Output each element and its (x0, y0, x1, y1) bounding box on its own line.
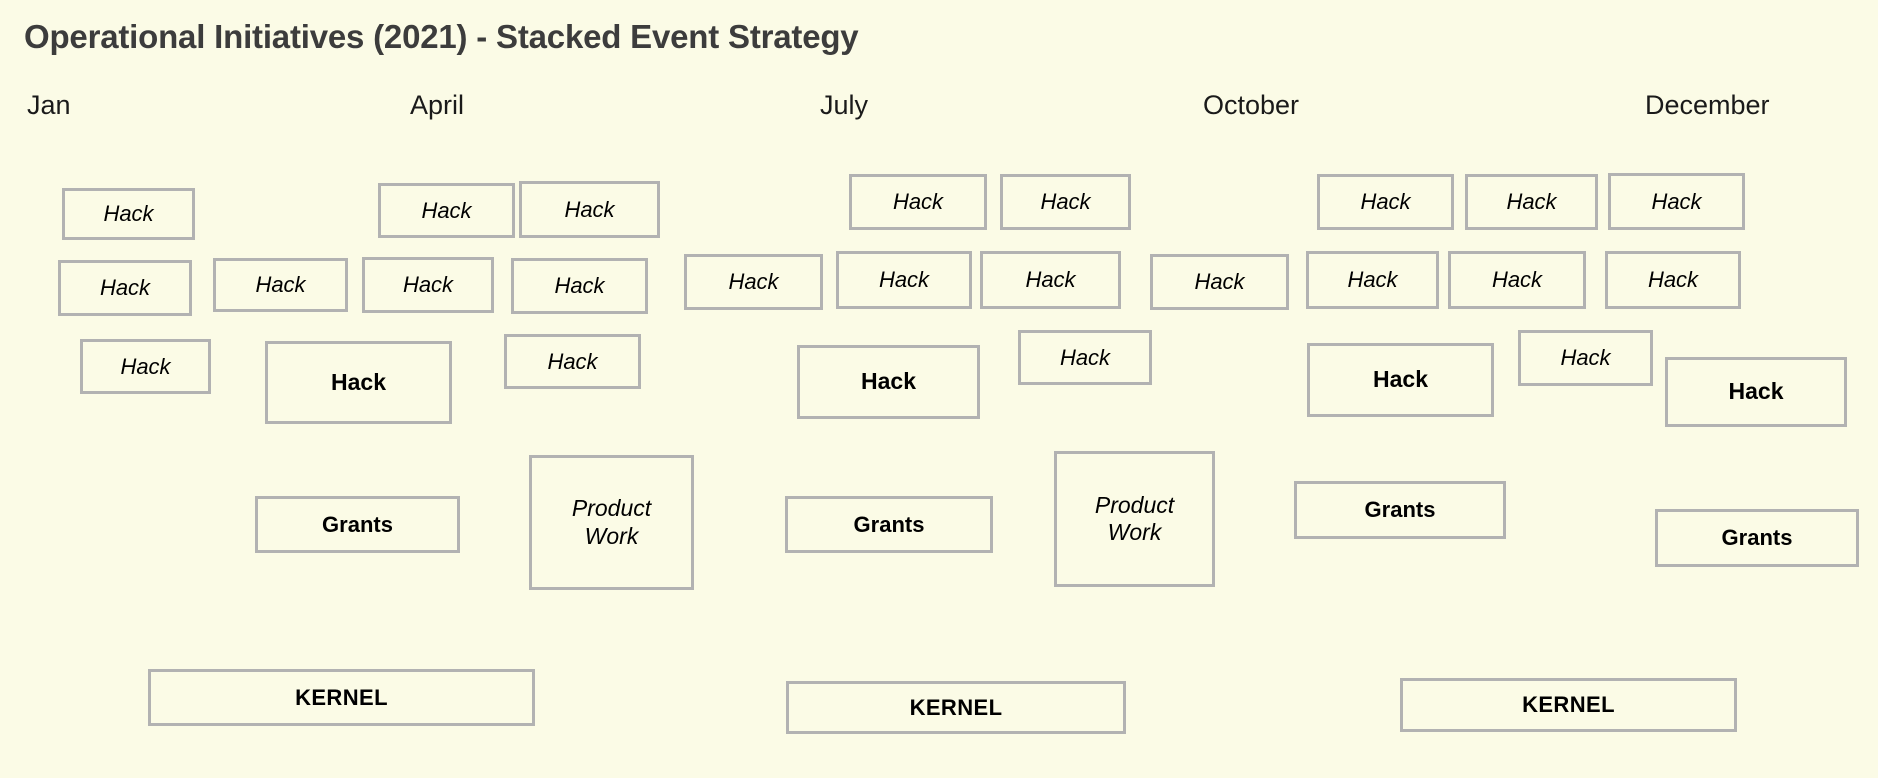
axis-label-jan: Jan (27, 90, 71, 120)
event-box-hack[interactable]: Hack (1608, 173, 1745, 230)
event-box-hack[interactable]: Hack (519, 181, 660, 238)
event-box-hack[interactable]: Hack (62, 188, 195, 240)
event-box-hack[interactable]: Hack (1465, 174, 1598, 230)
event-box-hack[interactable]: Hack (1448, 251, 1586, 309)
event-box-hack[interactable]: Hack (1317, 174, 1454, 230)
event-box-label: Hack (1491, 267, 1543, 293)
event-box-label: Grants (1721, 525, 1793, 551)
event-box-label: Hack (1506, 189, 1557, 215)
event-box-label: Hack (99, 275, 151, 301)
event-box-hack[interactable]: Hack (1307, 343, 1494, 417)
event-box-label: Hack (892, 189, 944, 215)
event-box-label: Hack (861, 368, 916, 395)
event-box-hack[interactable]: Hack (511, 258, 648, 314)
event-box-hack[interactable]: Hack (849, 174, 987, 230)
event-box-hack[interactable]: Hack (684, 254, 823, 310)
event-box-label: Hack (402, 272, 454, 298)
axis-label-april: April (410, 90, 465, 120)
event-box-hack[interactable]: Hack (265, 341, 452, 424)
event-box-label: Grants (853, 511, 925, 537)
event-box-label: Hack (255, 272, 306, 298)
event-box-label: Hack (1347, 267, 1398, 293)
event-box-label: Hack (1360, 189, 1411, 215)
event-box-hack[interactable]: Hack (1518, 330, 1653, 386)
event-box-grants[interactable]: Grants (1294, 481, 1506, 539)
axis-label-july: July (820, 90, 869, 120)
event-box-hack[interactable]: Hack (1665, 357, 1847, 427)
event-box-label: Hack (421, 197, 472, 223)
event-box-hack[interactable]: Hack (504, 334, 641, 389)
event-box-kernel[interactable]: KERNEL (786, 681, 1126, 734)
event-box-label: KERNEL (295, 684, 388, 710)
event-box-label: Hack (1560, 345, 1611, 371)
event-box-kernel[interactable]: KERNEL (148, 669, 535, 726)
event-box-label: KERNEL (909, 694, 1003, 720)
event-box-label: Hack (103, 201, 154, 227)
event-box-label: Hack (547, 348, 598, 374)
event-box-hack[interactable]: Hack (836, 251, 972, 309)
event-box-hack[interactable]: Hack (1150, 254, 1289, 310)
event-box-label: KERNEL (1522, 692, 1615, 718)
event-box-label: Hack (1373, 366, 1428, 393)
event-box-label: Hack (564, 196, 615, 222)
event-box-label: Hack (554, 273, 605, 299)
event-box-label: Hack (1728, 378, 1784, 405)
event-box-label: Hack (878, 267, 930, 293)
event-box-hack[interactable]: Hack (1018, 330, 1152, 385)
event-box-hack[interactable]: Hack (797, 345, 980, 419)
axis-label-december: December (1645, 90, 1770, 120)
event-box-grants[interactable]: Grants (255, 496, 460, 553)
event-box-label: Hack (1194, 269, 1245, 295)
event-box-hack[interactable]: Hack (362, 257, 494, 313)
event-box-label: Hack (1651, 188, 1702, 214)
event-box-label: Hack (120, 353, 171, 379)
page-title: Operational Initiatives (2021) - Stacked… (24, 18, 859, 55)
event-box-label: Hack (1025, 267, 1076, 293)
event-box-hack[interactable]: Hack (1605, 251, 1741, 309)
axis-label-october: October (1203, 90, 1300, 120)
event-box-label: Grants (1364, 497, 1436, 523)
event-box-hack[interactable]: Hack (58, 260, 192, 316)
event-box-label: Hack (1040, 189, 1091, 215)
event-box-label: Hack (1059, 344, 1111, 370)
event-box-hack[interactable]: Hack (80, 339, 211, 394)
event-box-hack[interactable]: Hack (378, 183, 515, 238)
event-box-label: Hack (1647, 267, 1699, 293)
event-box-hack[interactable]: Hack (213, 258, 348, 312)
event-box-label: Hack (728, 269, 779, 295)
event-box-hack[interactable]: Hack (1306, 251, 1439, 309)
event-box-label: Grants (322, 511, 393, 537)
event-box-hack[interactable]: Hack (980, 251, 1121, 309)
event-box-label: Hack (331, 368, 386, 395)
event-box-hack[interactable]: Hack (1000, 174, 1131, 230)
event-box-grants[interactable]: Grants (785, 496, 993, 553)
event-box-kernel[interactable]: KERNEL (1400, 678, 1737, 732)
event-box-grants[interactable]: Grants (1655, 509, 1859, 567)
